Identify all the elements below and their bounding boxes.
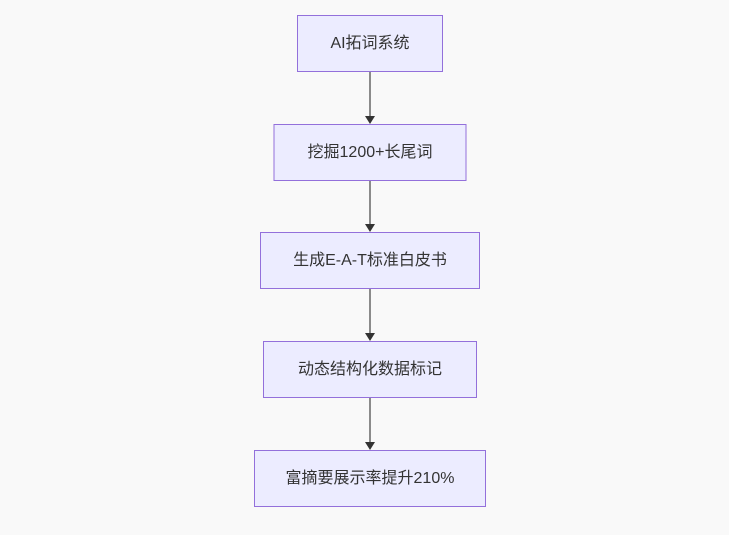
node-structured-data-markup: 动态结构化数据标记 xyxy=(263,341,477,398)
edge-arrow xyxy=(365,181,375,232)
node-longtail-mining: 挖掘1200+长尾词 xyxy=(273,124,467,181)
node-rich-snippet-result: 富摘要展示率提升210% xyxy=(254,450,486,507)
edge-arrow xyxy=(365,72,375,124)
edge-arrow xyxy=(365,288,375,341)
node-eat-whitepaper: 生成E-A-T标准白皮书 xyxy=(260,232,480,289)
edge-arrow xyxy=(365,397,375,450)
node-ai-keyword-system: AI拓词系统 xyxy=(297,15,443,72)
